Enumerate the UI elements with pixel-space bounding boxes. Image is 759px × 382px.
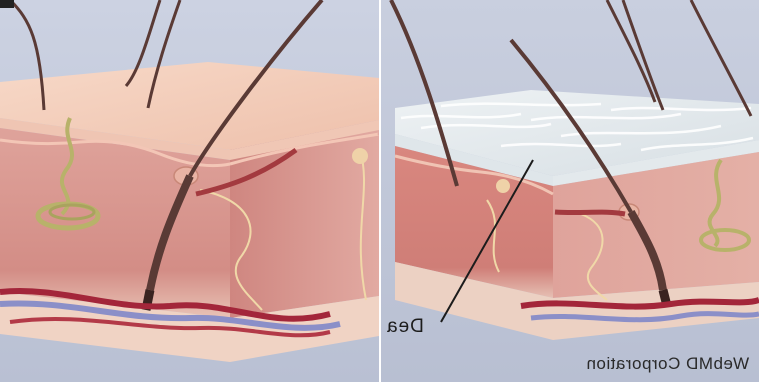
dead-cell-skin-illustration: [381, 0, 759, 382]
credit-text: WebMD Corporation: [586, 354, 749, 374]
healthy-skin-illustration: [0, 0, 379, 382]
corner-mark: [0, 0, 14, 8]
arrector-pili-muscle: [555, 212, 625, 214]
sebaceous-gland: [496, 179, 510, 193]
dead-cell-skin-panel: [381, 0, 759, 382]
dead-cells-label: Dea: [386, 316, 424, 338]
healthy-skin-panel: [0, 0, 379, 382]
sebaceous-gland: [352, 148, 368, 164]
